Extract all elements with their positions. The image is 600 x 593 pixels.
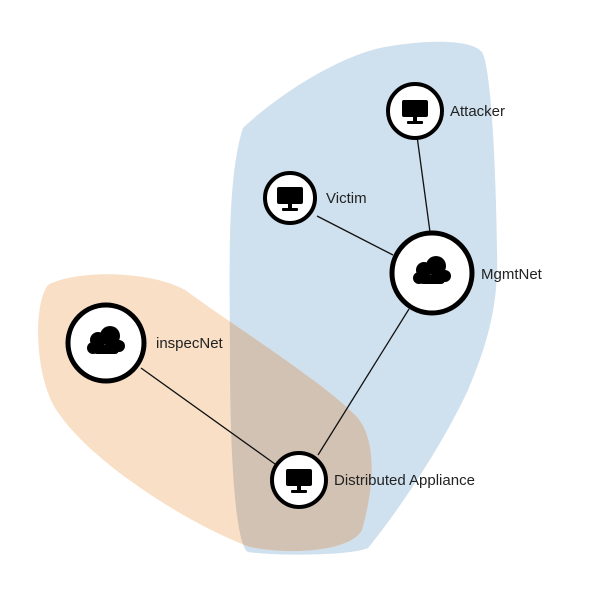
node-victim[interactable]: Victim: [263, 171, 367, 225]
node-inspecnet[interactable]: inspecNet: [65, 302, 224, 384]
node-label-mgmtnet: MgmtNet: [481, 266, 543, 283]
monitor-icon: [286, 469, 312, 493]
edge-mgmtnet-appliance: [317, 308, 410, 456]
edge-inspecnet-appliance: [140, 367, 276, 465]
node-label-attacker: Attacker: [450, 103, 505, 120]
edges: [140, 135, 431, 465]
edge-attacker-mgmtnet: [416, 135, 431, 233]
edge-victim-mgmtnet: [316, 215, 394, 256]
node-mgmtnet[interactable]: MgmtNet: [389, 230, 543, 316]
cloud-icon: [413, 256, 451, 284]
node-label-victim: Victim: [326, 190, 367, 207]
node-distributed-appliance[interactable]: Distributed Appliance: [270, 451, 475, 509]
monitor-icon: [402, 100, 428, 124]
node-label-distributed-appliance: Distributed Appliance: [334, 472, 475, 489]
node-attacker[interactable]: Attacker: [386, 82, 505, 140]
cloud-icon: [87, 326, 125, 354]
node-label-inspecnet: inspecNet: [156, 335, 224, 352]
monitor-icon: [277, 187, 303, 211]
